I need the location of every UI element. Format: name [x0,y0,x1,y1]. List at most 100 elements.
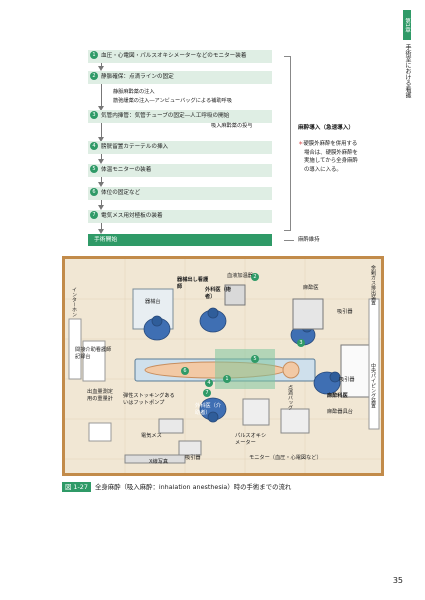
chapter-tab: 第1章 手術室における看護 [403,10,417,98]
maintenance-connector [284,240,294,241]
suction-bottom-drawing [178,440,202,456]
right-wall-panel [368,298,380,430]
step-label: 電気メス用対極板の装着 [101,213,163,219]
step2-detail-2: 筋弛緩薬の注入―アンビューバッグによる補助呼吸 [113,98,232,104]
anesthesia-machine-drawing [292,298,324,330]
left-wall-panel [68,318,82,380]
marker-5: 5 [251,355,259,363]
central-piping-label: 中央パイピング装置 [370,363,376,408]
step-number: 2 [90,71,98,80]
pulse-ox-drawing [242,398,270,426]
xray-label: X線写真 [149,459,169,465]
note-line-3: 実施してから全身麻酔 [304,158,358,164]
page-number: 35 [392,576,403,585]
flow-arrow [101,177,102,184]
intercom-label: インターホン [71,287,77,317]
step-number: 3 [90,110,98,119]
flow-arrow [101,84,102,107]
monitor-drawing [280,408,310,434]
anesth-doc-label: 麻酔科医 [327,393,348,399]
marker-7: 7 [203,389,211,397]
chapter-number: 第1章 [403,10,411,40]
suction-label-3: 吸引器 [185,455,201,461]
induction-note: ＊硬膜外麻酔を併用する 場合は、硬膜外麻酔を 実施してから全身麻酔 の導入に入る… [298,140,358,174]
maintenance-label: 麻酔維持 [298,237,320,243]
flow-arrowhead [98,106,104,111]
step2-detail-1: 静脈麻酔薬の注入 [113,89,155,95]
flow-arrowhead [98,66,104,71]
step-number: 1 [90,50,98,59]
note-mark: ＊ [298,141,304,147]
esu-drawing [158,418,184,434]
suction-label-2: 吸引器 [339,377,355,383]
flow-arrowhead [98,182,104,187]
induction-bracket [284,56,291,231]
flow-arrowhead [98,137,104,142]
flow-arrow [101,154,102,161]
monitor-stand-drawing [224,284,246,306]
step-number: 5 [90,164,98,173]
esu-label: 電気メス [141,433,162,439]
marker-3: 3 [297,339,305,347]
anesth-gas-label: 余剰ガス排出装置 [370,265,376,305]
scale-drawing [88,422,112,442]
flow-arrowhead [98,229,104,234]
anesthesiologist-label: 麻酔医 [303,285,319,291]
operating-room-illustration: 器械出し看護師 外科医（術者） 器械台 血液加温器 麻酔医 吸引器 吸引器 吸引… [62,256,384,476]
marker-1: 1 [223,375,231,383]
chapter-title: 手術室における看護 [404,44,411,98]
anesthesia-table-drawing [340,344,370,398]
note-line-2: 場合は、硬膜外麻酔を [304,149,358,156]
marker-4: 4 [205,379,213,387]
step-number: 7 [90,210,98,219]
step-label: 血圧・心電図・パルスオキシメーターなどのモニター装着 [101,53,247,59]
step-number: 4 [90,141,98,150]
bag-label: 点滴バッグ [287,385,293,410]
step-label: 気管内挿管：気管チューブの固定―人工呼吸の開始 [101,113,230,119]
flow-arrow [101,63,102,67]
figure-caption-text: 全身麻酔（吸入麻酔：inhalation anesthesia）時の手術までの流… [94,483,292,491]
tool-assistant-label: 器械出し看護師 [177,277,209,290]
surgery-start-bar: 手術開始 [88,234,272,246]
suction-label-1: 吸引器 [337,309,353,315]
note-line-1: 硬膜外麻酔を併用する [303,141,358,147]
figure-tag: 図 1-27 [62,482,91,492]
flow-arrowhead [98,159,104,164]
instrument-table-label: 器械台 [145,299,161,305]
note-line-4: の導入に入る。 [304,166,342,173]
nurse-record-label: 間接介助看護師記録台 [75,347,112,360]
anesth-table-label: 麻酔器具台 [327,409,353,415]
marker-6: 6 [181,367,189,375]
record-desk-drawing [82,340,106,382]
step-label: 膀胱留置カテーテルの挿入 [101,144,169,150]
xray-viewer-drawing [124,454,186,464]
induction-title: 麻酔導入（急速導入） [298,125,354,131]
step3-detail: 吸入麻酔薬の投与 [211,123,253,129]
marker-2: 2 [251,273,259,281]
assistant-label: 外科医（介助者） [195,403,221,416]
stocking-label: 弾性ストッキングあるいはフットポンプ [123,393,175,406]
flow-arrow [101,200,102,207]
step-label: 体位の固定など [101,190,141,196]
blood-loss-label: 出血量測定用の重量計 [87,389,113,402]
drape-drawing [215,349,275,389]
step-number: 6 [90,187,98,196]
step-label: 体温モニターの装着 [101,167,152,173]
staff-figures [143,307,341,423]
flow-arrowhead [98,205,104,210]
flow-arrow [101,223,102,231]
flow-arrow [101,123,102,139]
monitor-label: モニター（血圧・心電図など） [249,455,322,461]
room-drawing [65,259,381,473]
blood-warmer-label: 血液加温器 [227,273,253,279]
step-label: 静脈確保：点滴ラインの固定 [101,74,174,80]
patient-head-drawing [282,361,300,379]
